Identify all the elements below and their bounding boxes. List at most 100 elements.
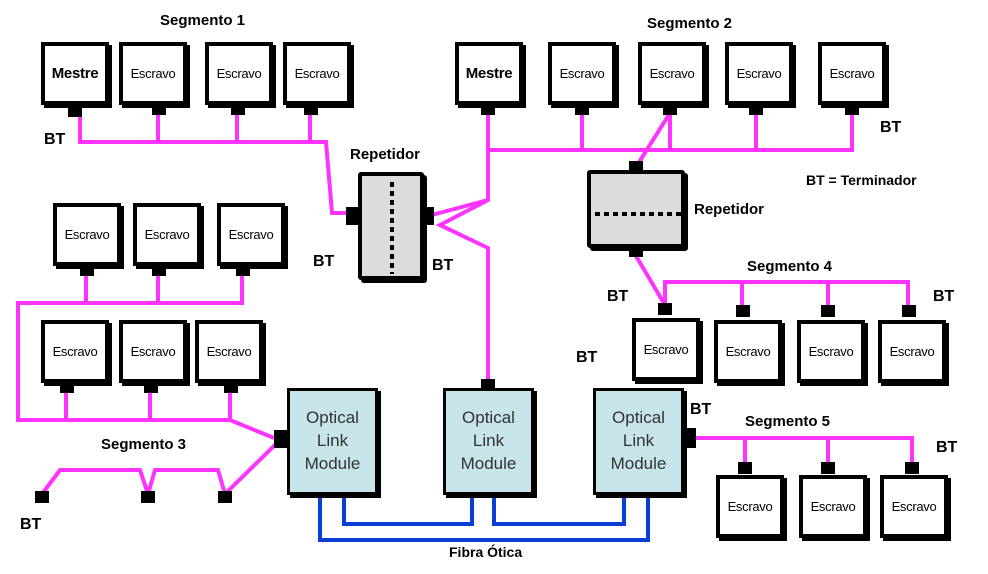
repeater-2-divider bbox=[595, 212, 681, 216]
segment-2-slave-3-connector bbox=[749, 103, 763, 115]
bt-label-segment-4-right: BT bbox=[933, 288, 955, 305]
segment-5-slave-3: Escravo bbox=[880, 475, 948, 538]
olm-2-line-2: Link bbox=[472, 431, 505, 451]
repeater-1-to-olm-link bbox=[427, 145, 490, 383]
legend-text: BT = Terminador bbox=[806, 172, 917, 188]
segment-1-slave-3-connector bbox=[304, 103, 318, 115]
segment-3-upper-bus bbox=[16, 274, 244, 422]
segment-3-slave-6: Escravo bbox=[195, 320, 263, 383]
segment-3-middle-bus bbox=[64, 393, 275, 440]
segment-5-slave-1: Escravo bbox=[716, 475, 784, 538]
segment-5-slave-1-connector bbox=[738, 462, 752, 474]
bt-label-segment-1: BT bbox=[44, 131, 66, 148]
segment-3-slave-3: Escravo bbox=[217, 203, 285, 266]
segment-2-bus bbox=[486, 113, 854, 152]
olm-1-line-2: Link bbox=[316, 431, 349, 451]
optical-link-module-2: Optical Link Module bbox=[443, 388, 534, 495]
segment-4-label: Segmento 4 bbox=[747, 258, 833, 275]
repeater-1-left-connector bbox=[346, 207, 358, 225]
segment-1-slave-1-connector bbox=[152, 103, 166, 115]
segment-2-slave-1-connector bbox=[575, 103, 589, 115]
segment-1-master: Mestre bbox=[41, 42, 109, 105]
repeater-1 bbox=[358, 172, 424, 280]
bt-label-repeater-1-left: BT bbox=[313, 253, 335, 270]
repeater-1-right-connector bbox=[422, 207, 434, 225]
olm-2-connector bbox=[481, 379, 495, 390]
fiber-optic-inner-right bbox=[492, 497, 626, 526]
olm-3-line-2: Link bbox=[622, 431, 655, 451]
segment-4-slave-4: Escravo bbox=[878, 320, 946, 383]
segment-3-slave-1: Escravo bbox=[53, 203, 121, 266]
segment-3-tap-2 bbox=[218, 491, 232, 503]
segment-3-lower-bus bbox=[40, 438, 282, 501]
repeater-1-divider bbox=[390, 182, 394, 274]
olm-3-connector bbox=[684, 428, 696, 448]
segment-3-terminator-left bbox=[35, 491, 49, 503]
segment-3-slave-3-connector bbox=[236, 264, 250, 276]
fiber-optic-label: Fibra Ótica bbox=[449, 544, 523, 560]
segment-2-label: Segmento 2 bbox=[647, 15, 733, 32]
fiber-optic-outer bbox=[318, 497, 650, 542]
olm-2-line-1: Optical bbox=[462, 408, 515, 428]
segment-5-slave-3-connector bbox=[905, 462, 919, 474]
segment-4-slave-4-connector bbox=[902, 305, 916, 317]
bt-label-repeater-1-right: BT bbox=[432, 257, 454, 274]
segment-3-slave-2-connector bbox=[152, 264, 166, 276]
bt-label-olm-3-right: BT bbox=[690, 401, 712, 418]
bt-label-segment-2: BT bbox=[880, 119, 902, 136]
segment-3-slave-4-connector bbox=[60, 381, 74, 393]
segment-4-bus bbox=[634, 254, 910, 313]
bt-label-segment-5: BT bbox=[936, 439, 958, 456]
segment-1-slave-3: Escravo bbox=[283, 42, 351, 105]
bt-label-segment-4-left: BT bbox=[607, 288, 629, 305]
segment-2-slave-4: Escravo bbox=[818, 42, 886, 105]
segment-2-slave-3: Escravo bbox=[725, 42, 793, 105]
repeater-2-bottom-connector bbox=[629, 246, 643, 257]
fiber-optic-inner-left bbox=[342, 497, 474, 526]
segment-2-master: Mestre bbox=[455, 42, 523, 105]
segment-2-slave-2-connector bbox=[663, 103, 677, 115]
segment-2-slave-2: Escravo bbox=[638, 42, 706, 105]
segment-4-slave-2: Escravo bbox=[714, 320, 782, 383]
segment-3-slave-4: Escravo bbox=[41, 320, 109, 383]
olm-1-connector bbox=[274, 430, 288, 448]
segment-4-slave-1-connector bbox=[658, 303, 672, 315]
segment-5-bus bbox=[692, 436, 914, 462]
segment-5-slave-2-connector bbox=[821, 462, 835, 474]
segment-3-slave-5-connector bbox=[144, 381, 158, 393]
segment-4-slave-1: Escravo bbox=[632, 318, 700, 381]
bt-label-olm-3: BT bbox=[576, 349, 598, 366]
bt-label-segment-3: BT bbox=[20, 516, 42, 533]
olm-1-line-1: Optical bbox=[306, 408, 359, 428]
optical-link-module-1: Optical Link Module bbox=[287, 388, 378, 495]
segment-1-slave-2: Escravo bbox=[205, 42, 273, 105]
segment-3-slave-5: Escravo bbox=[119, 320, 187, 383]
segment-3-label: Segmento 3 bbox=[101, 436, 187, 453]
olm-3-line-1: Optical bbox=[612, 408, 665, 428]
repeater-2-label: Repetidor bbox=[694, 201, 765, 218]
repeater-2 bbox=[587, 170, 685, 248]
repeater-1-label: Repetidor bbox=[350, 146, 421, 163]
olm-3-line-3: Module bbox=[610, 453, 667, 473]
segment-3-slave-1-connector bbox=[80, 264, 94, 276]
segment-5-slave-2: Escravo bbox=[799, 475, 867, 538]
segment-2-to-repeater-2 bbox=[634, 111, 672, 169]
olm-2-line-3: Module bbox=[460, 453, 517, 473]
olm-1-line-3: Module bbox=[304, 453, 361, 473]
segment-2-slave-4-connector bbox=[845, 103, 859, 115]
segment-1-master-connector bbox=[68, 103, 82, 117]
segment-2-master-connector bbox=[481, 103, 495, 115]
segment-3-tap-1 bbox=[141, 491, 155, 503]
segment-4-slave-3: Escravo bbox=[797, 320, 865, 383]
optical-link-module-3: Optical Link Module bbox=[593, 388, 684, 495]
segment-2-slave-1: Escravo bbox=[548, 42, 616, 105]
segment-5-label: Segmento 5 bbox=[745, 413, 831, 430]
segment-4-slave-2-connector bbox=[736, 305, 750, 317]
segment-3-slave-6-connector bbox=[224, 381, 238, 393]
segment-1-label: Segmento 1 bbox=[160, 12, 246, 29]
segment-4-slave-3-connector bbox=[821, 305, 835, 317]
segment-1-slave-2-connector bbox=[231, 103, 245, 115]
segment-3-slave-2: Escravo bbox=[133, 203, 201, 266]
